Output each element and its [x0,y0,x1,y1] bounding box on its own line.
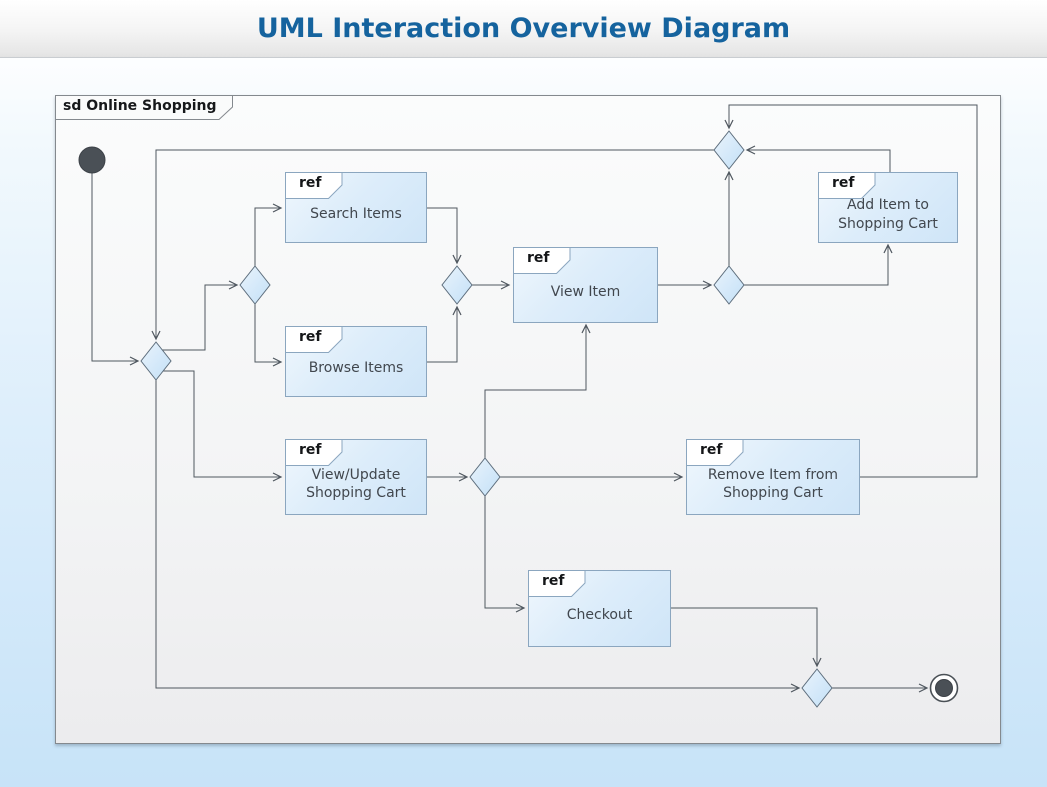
ref-fragment-view-update-cart: ref View/Update Shopping Cart [285,439,427,515]
remove-item-label: Remove Item from Shopping Cart [707,466,839,501]
ref-keyword: ref [700,442,723,458]
ref-keyword: ref [527,250,550,266]
ref-keyword: ref [542,573,565,589]
view-item-label: View Item [550,283,621,300]
ref-fragment-remove-item: ref Remove Item from Shopping Cart [686,439,860,515]
view-update-cart-label: View/Update Shopping Cart [306,466,406,501]
ref-keyword: ref [299,442,322,458]
ref-tab-notch [285,439,343,466]
search-items-label: Search Items [310,206,402,223]
ref-fragment-view-item: ref View Item [513,247,658,323]
ref-fragment-add-item: ref Add Item to Shopping Cart [818,172,958,243]
ref-tab-notch [818,172,876,199]
ref-fragment-browse-items: ref Browse Items [285,326,427,397]
add-item-label: Add Item to Shopping Cart [838,197,938,232]
ref-tab-notch [513,247,571,274]
ref-fragment-checkout: ref Checkout [528,570,671,647]
ref-fragment-search-items: ref Search Items [285,172,427,243]
checkout-label: Checkout [566,607,633,624]
page-title: UML Interaction Overview Diagram [256,13,791,44]
frame-name-label: sd Online Shopping [63,98,217,114]
ref-tab-notch [285,172,343,199]
ref-keyword: ref [832,175,855,191]
ref-keyword: ref [299,175,322,191]
ref-tab-notch [285,326,343,353]
ref-tab-notch [686,439,744,466]
page-header: UML Interaction Overview Diagram [0,0,1047,58]
ref-tab-notch [528,570,586,597]
browse-items-label: Browse Items [308,360,404,377]
ref-keyword: ref [299,329,322,345]
